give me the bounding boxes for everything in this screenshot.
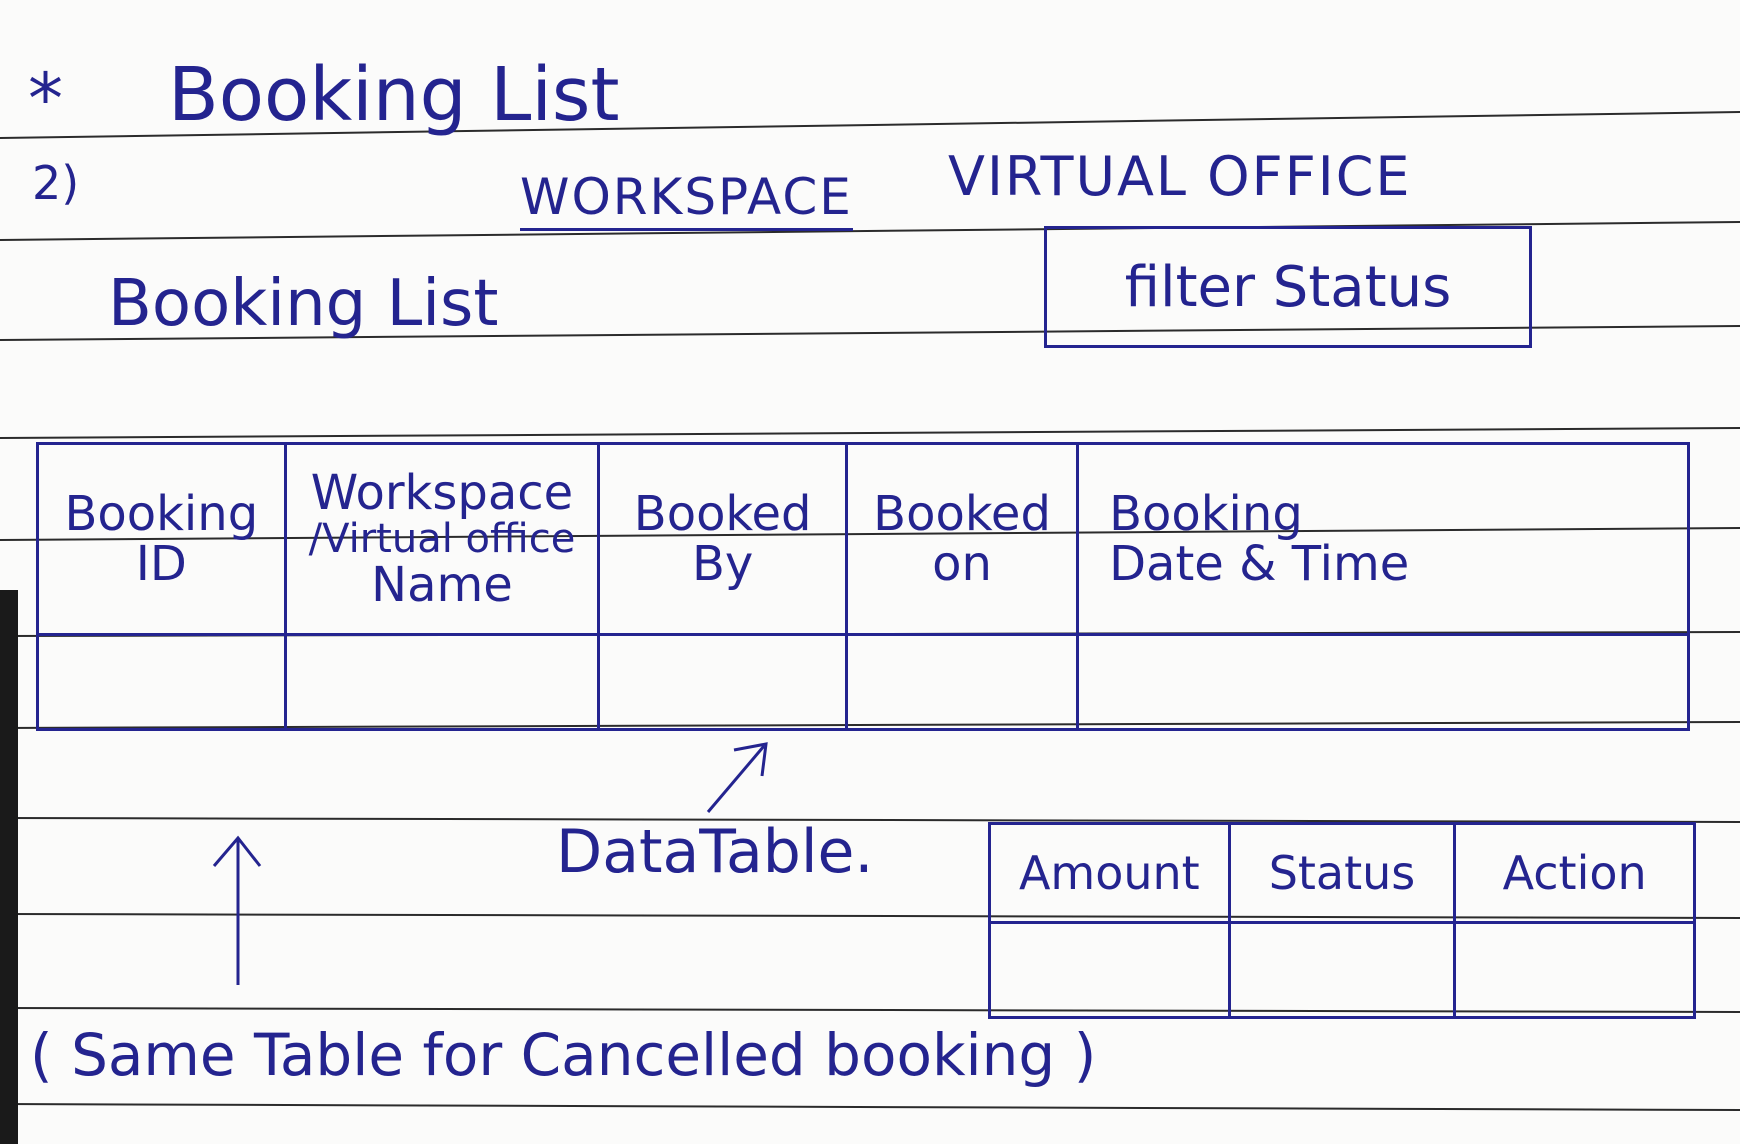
tab-virtual-office[interactable]: VIRTUAL OFFICE: [948, 145, 1412, 208]
column-workspace-name[interactable]: Workspace /Virtual office Name: [283, 442, 601, 636]
column-label: Date & Time: [1109, 536, 1410, 592]
booking-datatable: Booking ID Workspace /Virtual office Nam…: [36, 442, 1690, 731]
filter-status-label: filter Status: [1124, 254, 1452, 320]
arrow-up-icon: [212, 835, 262, 985]
table-cell: [36, 633, 287, 731]
table-cell: [283, 633, 601, 731]
rule-line: [0, 1103, 1740, 1111]
table-cell: [844, 633, 1080, 731]
table-row: [988, 921, 1696, 1019]
column-booking-date-time[interactable]: Booking Date & Time: [1076, 442, 1690, 636]
column-label: on: [932, 536, 992, 592]
column-status[interactable]: Status: [1227, 822, 1457, 924]
column-booked-by[interactable]: Booked By: [597, 442, 848, 636]
rule-line: [0, 325, 1740, 341]
rule-line: [0, 221, 1740, 241]
rule-line: [0, 817, 1740, 823]
table-cell: [597, 633, 848, 731]
rule-line: [0, 427, 1740, 439]
column-booked-on[interactable]: Booked on: [844, 442, 1080, 636]
heading-asterisk: *: [28, 58, 63, 140]
column-amount[interactable]: Amount: [988, 822, 1231, 924]
cancelled-booking-note: ( Same Table for Cancelled booking ): [30, 1021, 1097, 1089]
column-label: Workspace: [310, 464, 574, 521]
table-row: [36, 633, 1690, 731]
table-cell: [1453, 921, 1696, 1019]
booking-list-title: Booking List: [108, 267, 499, 341]
column-label: ID: [135, 536, 187, 592]
section-number: 2): [32, 156, 80, 210]
datatable-note: DataTable.: [556, 817, 874, 887]
table-cell: [988, 921, 1231, 1019]
arrow-diagonal-icon: [706, 742, 768, 813]
column-action[interactable]: Action: [1453, 822, 1696, 924]
column-label: /Virtual office: [308, 516, 576, 562]
page-heading: Booking List: [168, 52, 620, 138]
column-booking-id[interactable]: Booking ID: [36, 442, 287, 636]
column-label: Booking: [1109, 485, 1303, 542]
column-label: By: [691, 536, 754, 592]
table-cell: [1227, 921, 1457, 1019]
filter-status-dropdown[interactable]: filter Status: [1044, 226, 1532, 348]
table-cell: [1076, 633, 1690, 731]
booking-datatable-continued: Amount Status Action: [988, 822, 1696, 1019]
table-header-row: Booking ID Workspace /Virtual office Nam…: [36, 442, 1690, 636]
column-label: Booking: [64, 485, 259, 542]
page-edge-shadow: [0, 590, 18, 1144]
table-header-row: Amount Status Action: [988, 822, 1696, 924]
rule-line: [0, 111, 1740, 139]
column-label: Booked: [633, 485, 812, 542]
tab-workspace[interactable]: WORKSPACE: [520, 172, 853, 231]
column-label: Name: [371, 557, 513, 613]
column-label: Booked: [873, 485, 1051, 542]
